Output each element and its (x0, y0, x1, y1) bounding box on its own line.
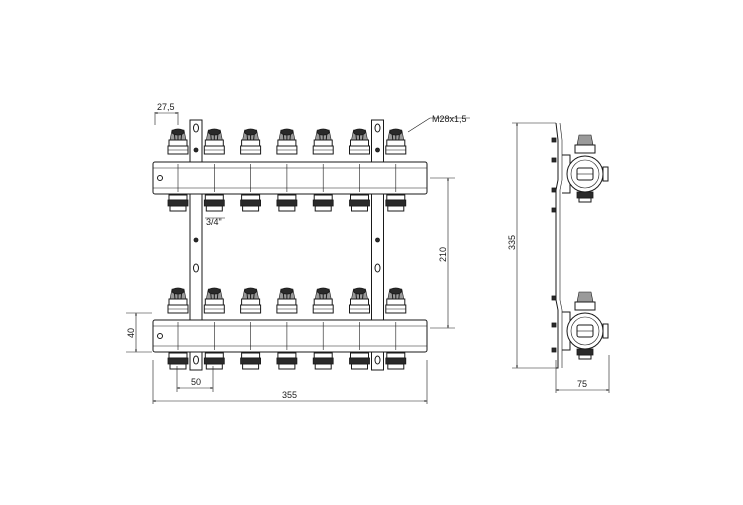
bottom-outlet-fitting-6 (349, 352, 370, 370)
top-manifold-bar (152, 161, 428, 195)
dim-355: 355 (282, 390, 297, 400)
dim-40: 40 (126, 328, 136, 338)
bottom-outlet-fitting-4 (276, 352, 298, 370)
dim-210: 210 (438, 247, 448, 262)
bottom-outlet-fitting-2 (203, 352, 225, 370)
side-bracket (551, 122, 563, 369)
side-view (551, 122, 609, 369)
top-valve-knob-1 (167, 128, 189, 155)
dim-335: 335 (507, 235, 517, 250)
top-valve-knob-7 (385, 128, 407, 155)
dim-connection: 3/4" (206, 217, 222, 227)
top-valve-knob-2 (203, 128, 225, 155)
bottom-outlet-fitting-1 (167, 352, 189, 370)
top-outlet-fitting-7 (385, 194, 407, 212)
bottom-valve-knob-3 (240, 287, 262, 314)
side-bottom-unit (562, 291, 609, 360)
top-outlet-fitting-6 (349, 194, 370, 212)
side-top-unit (562, 134, 609, 203)
dim-27-5: 27,5 (157, 102, 175, 112)
bottom-manifold-bar (152, 319, 428, 353)
bottom-outlet-fitting-5 (312, 352, 334, 370)
dimension-lines: 27,5 M28x1,5 3/4" 210 40 50 355 335 (126, 102, 610, 404)
top-outlet-fitting-1 (167, 194, 189, 212)
side-screw-1 (551, 137, 557, 143)
bottom-valve-knob-2 (203, 287, 225, 314)
dim-75: 75 (577, 379, 587, 389)
side-screw-2 (551, 157, 557, 163)
dim-50: 50 (191, 377, 201, 387)
top-valve-knob-6 (349, 128, 370, 155)
top-outlet-fitting-3 (240, 194, 262, 212)
side-screw-4 (551, 207, 557, 213)
front-view (152, 119, 428, 371)
side-screw-6 (551, 322, 557, 328)
bottom-valve-knob-7 (385, 287, 407, 314)
top-outlet-fitting-2 (203, 194, 225, 212)
top-valve-knob-3 (240, 128, 262, 155)
top-valve-knob-4 (276, 128, 298, 155)
side-screw-5 (551, 295, 557, 301)
dim-thread: M28x1,5 (432, 114, 467, 124)
bottom-valve-knob-5 (312, 287, 334, 314)
bottom-outlet-fitting-3 (240, 352, 262, 370)
bottom-valve-knob-4 (276, 287, 298, 314)
top-outlet-fitting-5 (312, 194, 334, 212)
top-outlet-fitting-4 (276, 194, 298, 212)
bottom-valve-knob-6 (349, 287, 370, 314)
side-screw-7 (551, 347, 557, 353)
top-valve-knob-5 (312, 128, 334, 155)
bottom-valve-knob-1 (167, 287, 189, 314)
bottom-outlet-fitting-7 (385, 352, 407, 370)
side-screw-3 (551, 187, 557, 193)
